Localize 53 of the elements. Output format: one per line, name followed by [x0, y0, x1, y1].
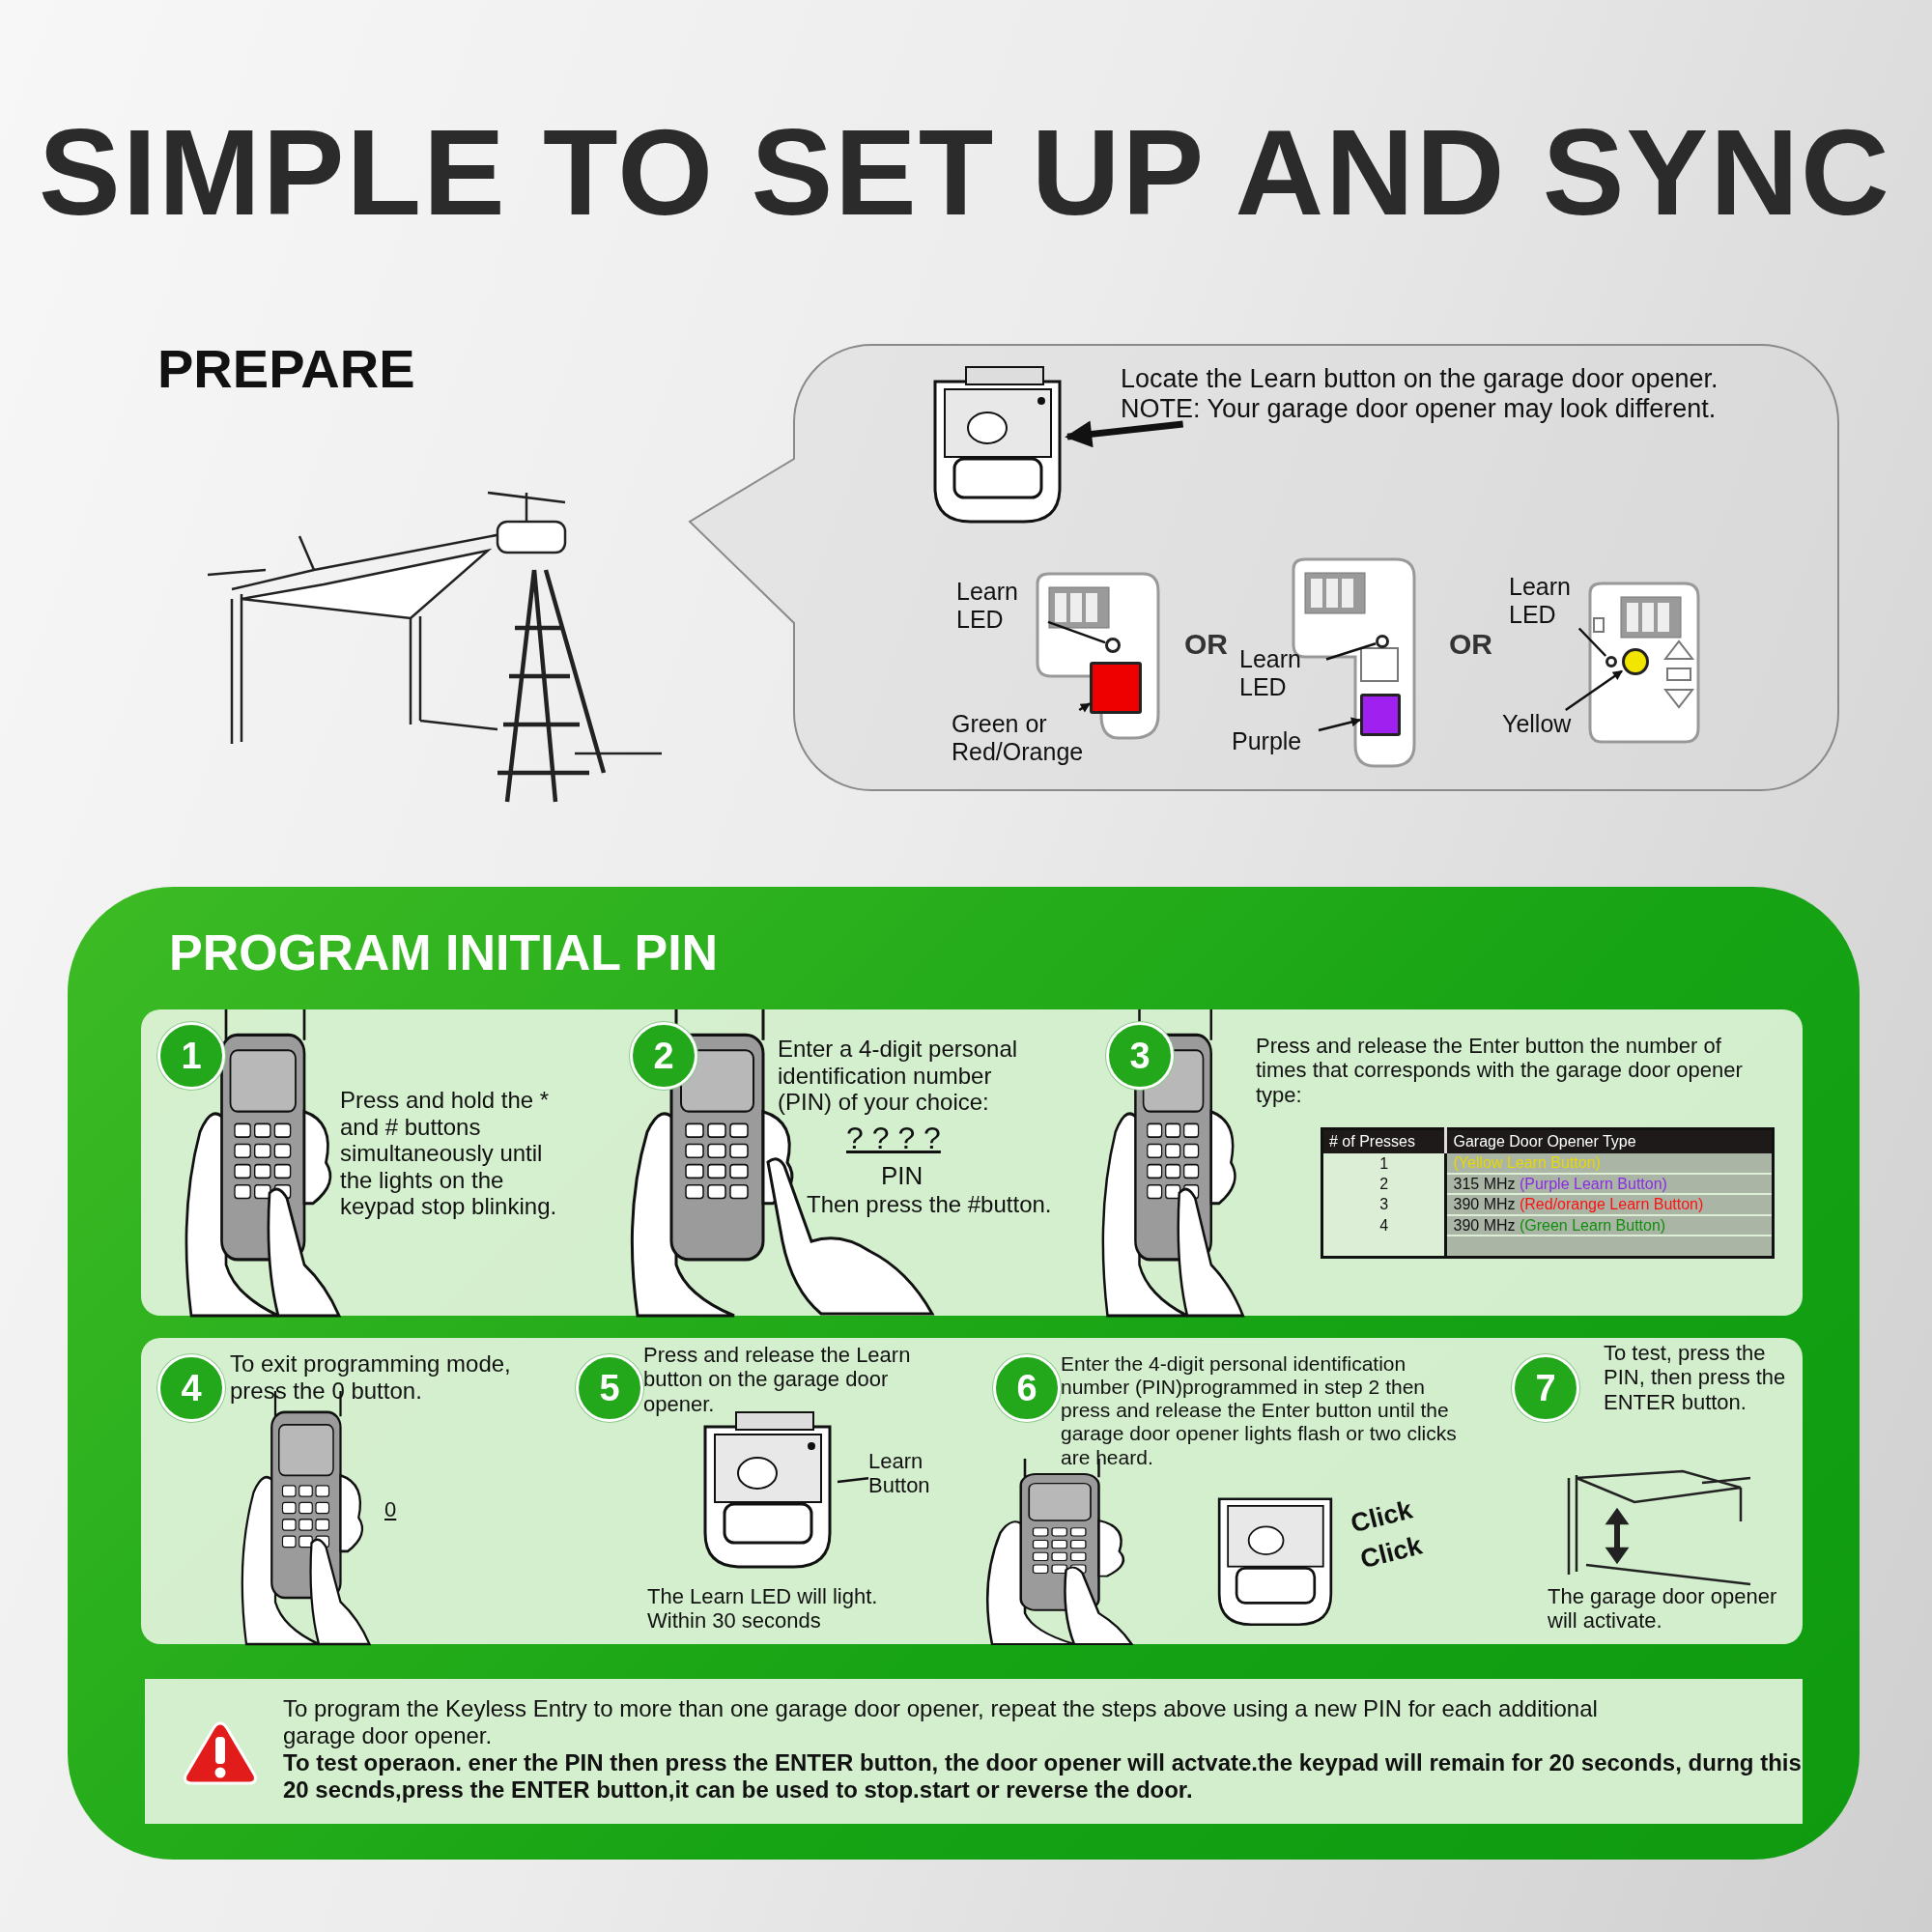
arrow	[1565, 669, 1623, 712]
table-cell: 390 MHz (Red/orange Learn Button)	[1446, 1194, 1774, 1215]
arrow	[1078, 702, 1091, 713]
step-number-badge: 3	[1106, 1022, 1174, 1090]
callout-label: Green or Red/Orange	[952, 710, 1116, 766]
table-cell: 390 MHz (Green Learn Button)	[1446, 1214, 1774, 1236]
step-number-badge: 5	[576, 1354, 643, 1422]
callout-label: Yellow	[1502, 710, 1589, 738]
section-heading: PROGRAM INITIAL PIN	[169, 923, 719, 981]
step-number-badge: 6	[993, 1354, 1061, 1422]
arrow	[1318, 717, 1361, 732]
leader-line	[1047, 620, 1106, 644]
leader-line	[837, 1477, 869, 1484]
step-instruction: Press and release the Learn button on the garage door opener.	[643, 1343, 912, 1416]
sound-label: Click	[1357, 1530, 1426, 1576]
step-instruction: Enter the 4-digit personal identification number (PIN)programmed in step 2 then press and release the Enter button until the garage door opener lights flash or two clicks are heard.	[1061, 1352, 1458, 1469]
step-number-badge: 2	[630, 1022, 697, 1090]
learn-button	[1090, 662, 1142, 714]
section-heading: PREPARE	[157, 338, 415, 401]
pin-fill-in-line: ? ? ? ?	[846, 1121, 941, 1156]
result-note: The garage door opener will activate.	[1548, 1584, 1778, 1634]
step-instruction: Enter a 4-digit personal identification number (PIN) of your choice:	[778, 1036, 1019, 1116]
leader-line	[1325, 642, 1377, 661]
step-number-badge: 7	[1512, 1354, 1579, 1422]
note-card	[145, 1679, 1803, 1824]
table-header: Garage Door Opener Type	[1446, 1128, 1774, 1153]
callout-label: Learn LED	[956, 578, 1048, 634]
note-text: To program the Keyless Entry to more than one garage door opener, repeat the steps above using a new PIN for each additional garage door opener.	[283, 1695, 1599, 1749]
table-cell: 315 MHz (Purple Learn Button)	[1446, 1173, 1774, 1195]
key-label: 0	[384, 1497, 397, 1522]
step-instruction: To exit programming mode, press the 0 button.	[230, 1350, 512, 1405]
step-number-badge: 1	[157, 1022, 225, 1090]
instruction-text: Locate the Learn button on the garage door opener. NOTE: Your garage door opener may look different.	[1121, 364, 1797, 425]
or-label: OR	[1184, 628, 1228, 662]
step-instruction: Press and release the Enter button the number of times that corresponds with the garage door opener type:	[1256, 1034, 1744, 1107]
or-label: OR	[1449, 628, 1492, 662]
callout-label: Purple	[1232, 727, 1319, 755]
note-text: To test operaon. ener the PIN then press the ENTER button, the door opener will actvate.the keypad will remain for 20 seconds, durng this 20 secnds,press the ENTER button,it can be used to stop.start or reverse the door.	[283, 1749, 1803, 1804]
page-title: SIMPLE TO SET UP AND SYNC	[39, 102, 1892, 242]
table-cell: (Yellow Learn Button)	[1446, 1153, 1774, 1174]
step-instruction: Press and hold the * and # buttons simultaneously until the lights on the keypad stop blinking.	[340, 1087, 558, 1220]
callout-label: Learn LED	[1509, 573, 1596, 629]
step-number-badge: 4	[157, 1354, 225, 1422]
step-instruction: To test, press the PIN, then press the ENTER button.	[1604, 1341, 1787, 1414]
arrow	[1065, 420, 1184, 448]
callout-label: Learn Button	[868, 1449, 955, 1498]
step-instruction: Then press the #button.	[807, 1191, 1053, 1218]
callout-label: Learn LED	[1239, 645, 1326, 701]
pin-label: PIN	[881, 1162, 923, 1191]
leader-line	[1577, 627, 1607, 657]
table-header: # of Presses	[1321, 1128, 1446, 1153]
learn-button	[1360, 694, 1401, 736]
result-note: The Learn LED will light. Within 30 seconds	[647, 1584, 879, 1634]
